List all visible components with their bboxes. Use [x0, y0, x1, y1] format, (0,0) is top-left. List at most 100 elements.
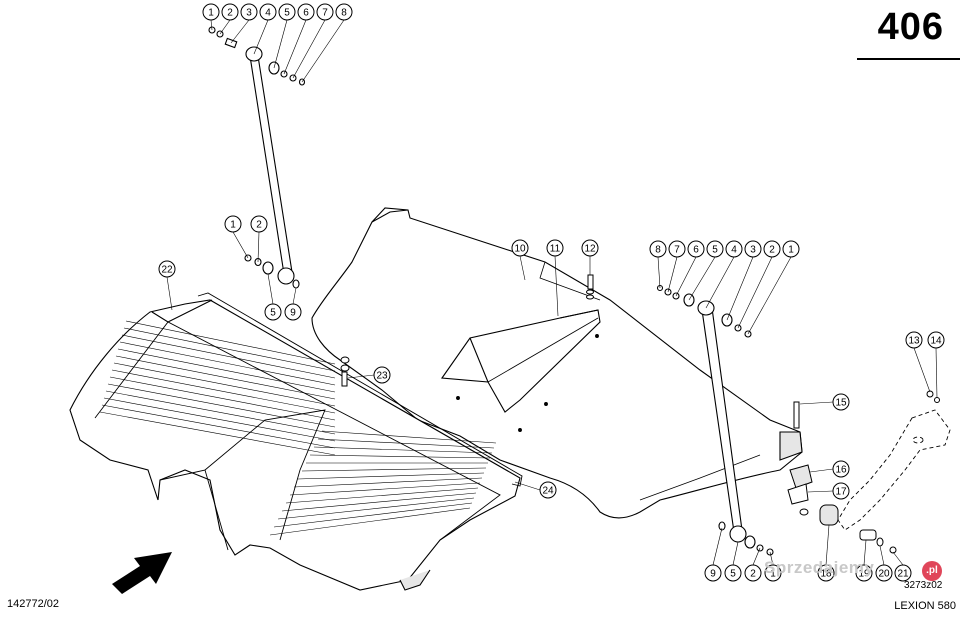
board-ridge-right [309, 454, 491, 459]
watermark-badge: .pl [922, 561, 942, 581]
leader-line [688, 256, 716, 301]
leader-line [747, 256, 792, 335]
callout-number: 6 [693, 245, 699, 256]
callout-bubble [259, 3, 277, 21]
leader-line [253, 19, 269, 55]
board-ridge-left [113, 362, 336, 407]
board-ridge-right [321, 430, 497, 444]
callout-number: 13 [908, 336, 920, 347]
callout-number: 2 [256, 220, 262, 231]
callout-number: 4 [731, 245, 737, 256]
callout-number: 15 [835, 398, 847, 409]
leader-line [732, 541, 739, 566]
board-ridge-right [281, 492, 477, 512]
board-ridge-right [277, 497, 475, 520]
callout-number: 8 [655, 245, 661, 256]
leader-line [257, 231, 260, 263]
left-link-rod [208, 26, 306, 289]
board-ridge-left [103, 397, 336, 442]
callout-bubble [817, 564, 835, 582]
callout-bubble [264, 303, 282, 321]
callout-number: 1 [770, 569, 776, 580]
callout-bubble [744, 564, 762, 582]
leader-line [519, 255, 526, 281]
callout-bubble [725, 240, 743, 258]
callout-bubble [706, 240, 724, 258]
direction-arrow-icon [112, 552, 172, 594]
callout-number: 5 [730, 569, 736, 580]
leader-line [667, 256, 678, 293]
leader-line [514, 481, 541, 491]
board-ridge-right [285, 487, 479, 504]
callout-number: 2 [750, 569, 756, 580]
callout-bubble [832, 482, 850, 500]
board-ridge-left [101, 404, 336, 449]
callout-number: 1 [788, 245, 794, 256]
callout-number: 11 [550, 244, 561, 255]
board-ridge-left [99, 411, 336, 456]
leader-line [879, 545, 885, 566]
leader-line [292, 287, 297, 305]
callout-bubble [905, 331, 923, 349]
front-step-board [69, 292, 523, 591]
callout-number: 8 [341, 8, 347, 19]
leader-line [807, 490, 834, 493]
callout-bubble [546, 239, 564, 257]
callout-number: 7 [674, 245, 680, 256]
center-divider [441, 309, 601, 413]
leader-line [769, 551, 774, 566]
leader-line [292, 19, 326, 79]
board-ridge-right [289, 482, 481, 496]
leader-line [675, 256, 697, 297]
callout-bubble [782, 240, 800, 258]
callout-number: 5 [270, 308, 276, 319]
leader-lines [166, 19, 938, 566]
callout-number: 4 [265, 8, 271, 19]
callout-bubble [649, 240, 667, 258]
callout-bubble [297, 3, 315, 21]
callout-bubble [763, 240, 781, 258]
page-number: 406 [877, 6, 944, 48]
leader-line [825, 524, 830, 566]
board-ridge-right [297, 472, 485, 480]
leader-line [210, 19, 213, 31]
callout-bubble [581, 239, 599, 257]
callout-number: 16 [835, 465, 847, 476]
callout-number: 14 [930, 336, 942, 347]
callout-bubble [875, 564, 893, 582]
board-ridge-left [119, 341, 336, 386]
side-hardware [340, 274, 940, 554]
leader-line [799, 401, 834, 405]
machine-model: LEXION 580 [894, 600, 956, 612]
callout-bubble [202, 3, 220, 21]
callout-number: 21 [897, 569, 909, 580]
callout-bubble [250, 215, 268, 233]
callout-bubble [158, 260, 176, 278]
board-ridge-left [111, 369, 336, 414]
leader-line [267, 273, 274, 305]
board-ridge-left [121, 334, 336, 379]
callout-number: 20 [878, 569, 890, 580]
leader-line [219, 19, 231, 35]
leader-line [273, 19, 288, 69]
callout-bubble [539, 481, 557, 499]
board-ridge-right [317, 438, 495, 449]
callout-number: 1 [208, 8, 214, 19]
leader-line [913, 347, 931, 393]
leader-line [554, 255, 559, 317]
board-ridge-right [269, 507, 471, 536]
drawing-code-right: 3273z02 [904, 580, 943, 591]
leader-line [283, 19, 307, 75]
callout-bubble [668, 240, 686, 258]
leader-line [301, 19, 345, 83]
callout-bubble [687, 240, 705, 258]
callout-number: 1 [230, 220, 236, 231]
callout-number: 17 [835, 487, 847, 498]
callout-number: 6 [303, 8, 309, 19]
callout-number: 10 [514, 244, 526, 255]
callout-number: 5 [284, 8, 290, 19]
callout-number: 24 [542, 486, 554, 497]
leader-line [726, 256, 754, 321]
board-ridge-right [293, 477, 483, 488]
